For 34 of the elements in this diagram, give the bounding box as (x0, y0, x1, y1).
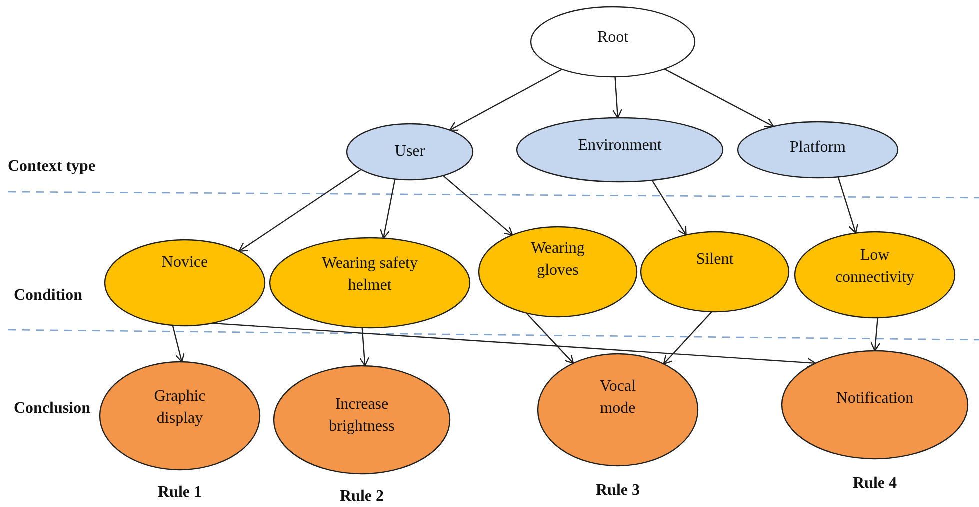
node-label: Increase brightness (328, 395, 396, 437)
node-label: Silent (695, 250, 735, 270)
arrow (238, 169, 362, 252)
arrow (838, 176, 858, 234)
arrow (449, 68, 563, 132)
arrow (612, 76, 622, 119)
node-label: Novice (160, 253, 210, 273)
node-label: Platform (789, 138, 847, 158)
node-label: Wearing gloves (530, 239, 586, 281)
row-label: Conclusion (14, 400, 90, 418)
arrow (663, 312, 712, 365)
arrow (870, 318, 881, 352)
rule-label: Rule 1 (158, 484, 202, 502)
arrow (442, 175, 514, 236)
arrow (360, 328, 370, 367)
rule-label: Rule 4 (853, 475, 897, 493)
arrow (380, 179, 396, 239)
row-label: Context type (8, 158, 96, 176)
rule-label: Rule 3 (596, 482, 640, 500)
arrow (652, 180, 687, 236)
node-label: Notification (835, 389, 915, 409)
rule-label: Rule 2 (340, 488, 384, 506)
node-label: Wearing safety helmet (321, 254, 419, 296)
node-label: Graphic display (153, 387, 207, 429)
arrow (664, 68, 774, 128)
node-label: Environment (577, 136, 663, 156)
arrow (526, 312, 574, 364)
arrow (212, 322, 816, 368)
row-label: Condition (14, 287, 82, 305)
node-label: Vocal mode (598, 377, 638, 419)
node-label: Root (596, 28, 630, 48)
node-label: Low connectivity (834, 246, 916, 288)
node-label: User (394, 142, 426, 162)
arrow (172, 325, 185, 363)
